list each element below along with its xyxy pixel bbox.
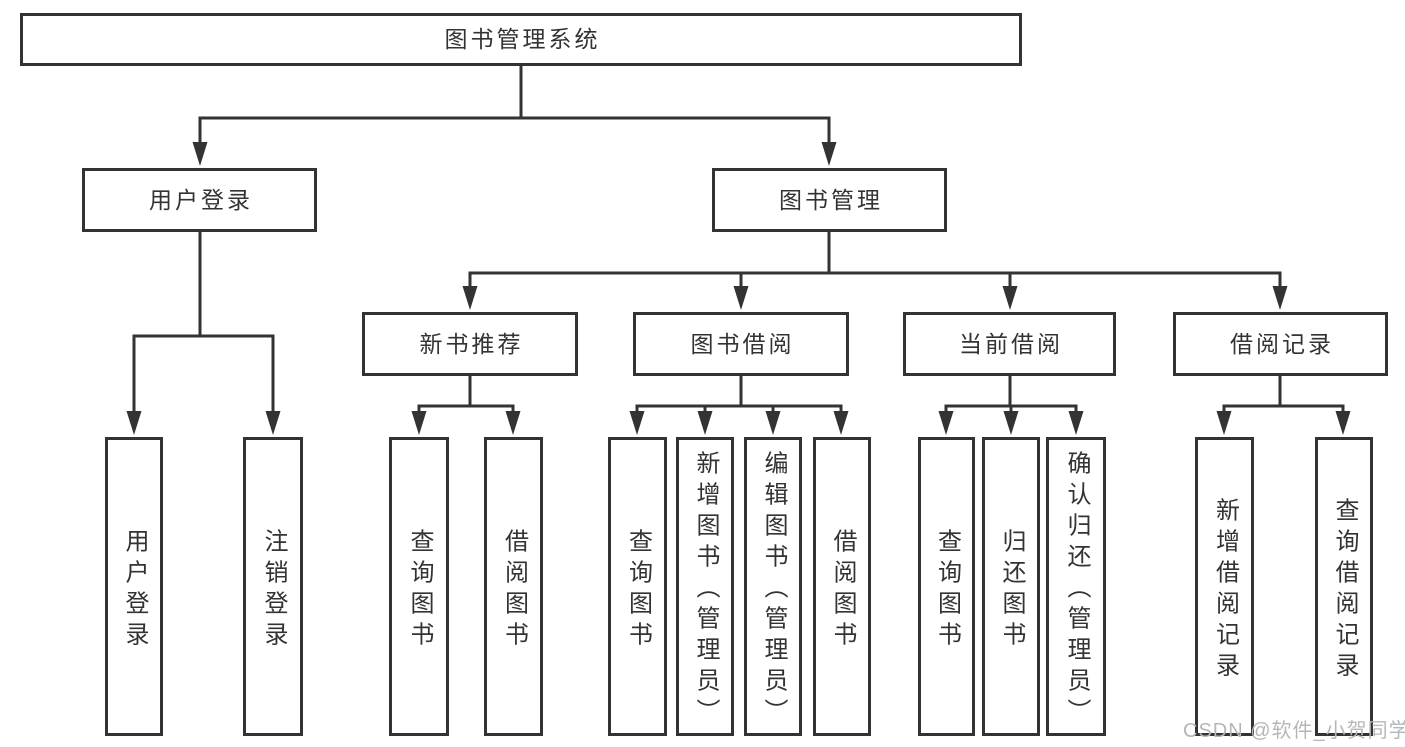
node-label: 用户登录 xyxy=(121,528,148,652)
node-label: 新增图书（管理员） xyxy=(692,450,719,730)
connector-bookborrow-to-children xyxy=(629,376,849,435)
node-book-borrowing: 图书借阅 xyxy=(633,312,849,376)
connector-bookmgmt-to-level3 xyxy=(462,232,1288,310)
node-borrowing-records: 借阅记录 xyxy=(1173,312,1388,376)
node-cb-return-books: 归还图书 xyxy=(982,437,1040,736)
connector-currentborrow-to-children xyxy=(938,376,1084,435)
node-rec-borrow-books: 借阅图书 xyxy=(484,437,543,736)
node-new-book-recommendation: 新书推荐 xyxy=(362,312,578,376)
node-label: 借阅图书 xyxy=(829,528,856,652)
node-label: 注销登录 xyxy=(260,528,287,652)
node-label: 查询图书 xyxy=(406,528,433,652)
node-current-borrowing: 当前借阅 xyxy=(903,312,1116,376)
node-label: 确认归还（管理员） xyxy=(1063,450,1090,730)
node-bb-edit-books-admin: 编辑图书（管理员） xyxy=(744,437,802,736)
node-label: 图书借阅 xyxy=(690,330,795,357)
node-label: 查询借阅记录 xyxy=(1331,497,1358,683)
node-br-add-record: 新增借阅记录 xyxy=(1195,437,1254,736)
node-user-login-leaf: 用户登录 xyxy=(105,437,163,736)
node-cb-confirm-return-admin: 确认归还（管理员） xyxy=(1046,437,1106,736)
node-label: 用户登录 xyxy=(149,186,253,213)
node-label: 编辑图书（管理员） xyxy=(760,450,787,730)
node-label: 当前借阅 xyxy=(959,330,1063,357)
node-br-query-record: 查询借阅记录 xyxy=(1315,437,1373,736)
node-label: 图书管理 xyxy=(779,186,883,213)
node-user-login: 用户登录 xyxy=(82,168,317,232)
node-bb-query-books: 查询图书 xyxy=(608,437,667,736)
node-label: 查询图书 xyxy=(624,528,652,652)
connector-userlogin-to-children xyxy=(126,232,281,435)
node-label: 新增借阅记录 xyxy=(1211,497,1239,683)
node-library-management-system: 图书管理系统 xyxy=(20,13,1022,66)
node-label: 新书推荐 xyxy=(419,330,524,357)
node-book-management: 图书管理 xyxy=(712,168,947,232)
node-bb-add-books-admin: 新增图书（管理员） xyxy=(676,437,734,736)
node-cb-query-books: 查询图书 xyxy=(918,437,975,736)
connector-borrowrecords-to-children xyxy=(1216,376,1351,435)
connector-newbookrec-to-children xyxy=(411,376,521,435)
node-bb-borrow-books: 借阅图书 xyxy=(813,437,871,736)
node-label: 图书管理系统 xyxy=(444,26,601,52)
connector-root-to-level2 xyxy=(192,65,837,166)
node-label: 借阅记录 xyxy=(1230,330,1334,357)
node-label: 归还图书 xyxy=(998,528,1025,652)
node-logout: 注销登录 xyxy=(243,437,303,736)
node-label: 借阅图书 xyxy=(500,528,528,652)
node-label: 查询图书 xyxy=(933,528,961,652)
node-rec-query-books: 查询图书 xyxy=(389,437,449,736)
